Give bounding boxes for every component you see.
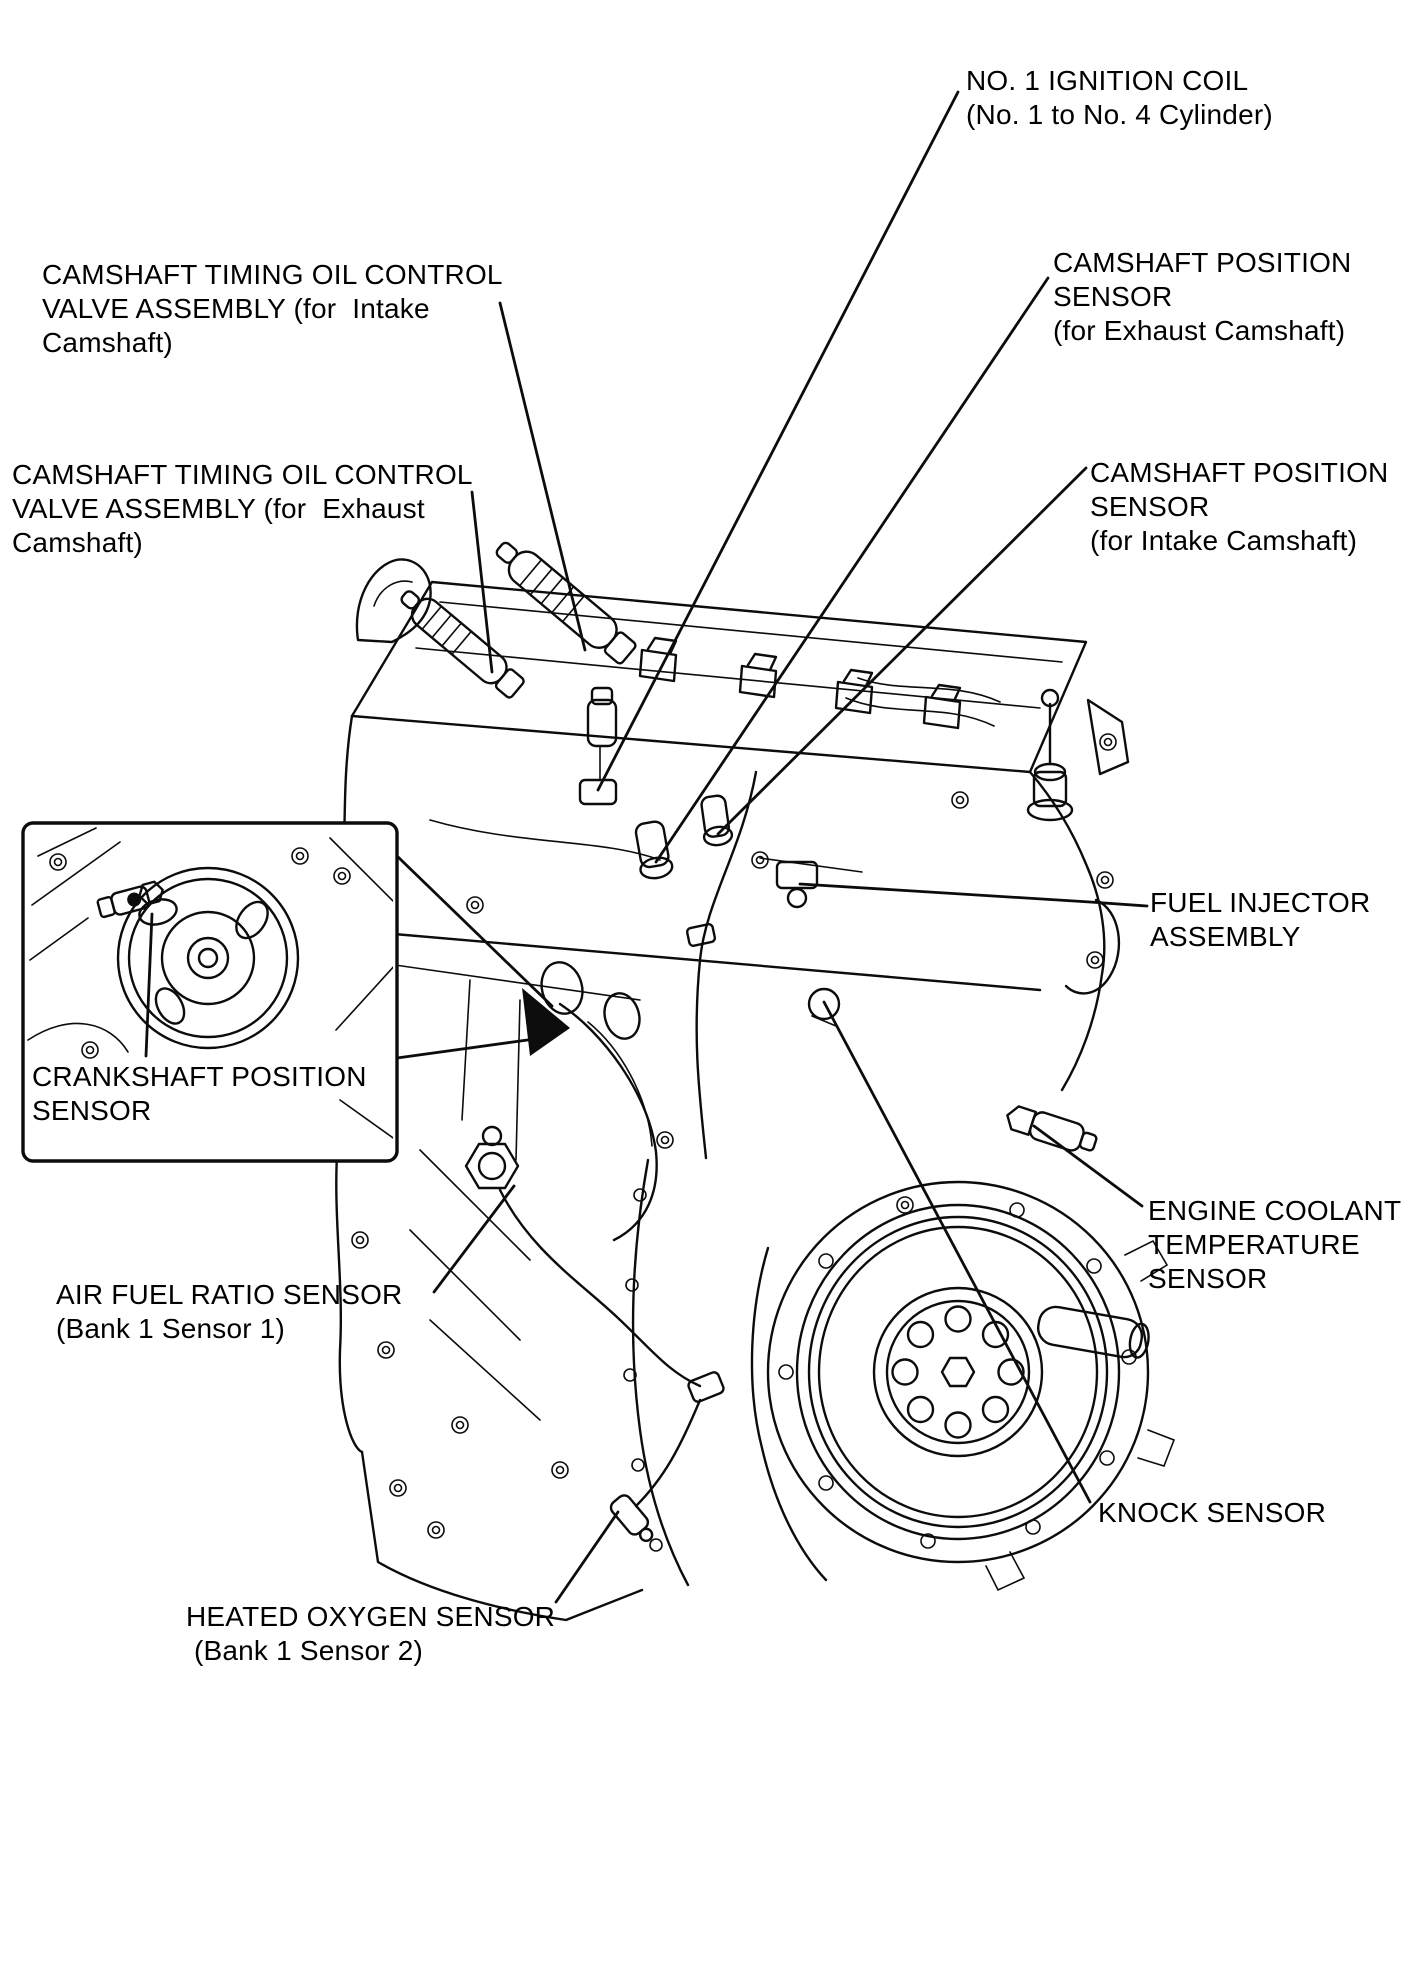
crankshaft-sensor-inset-art — [27, 827, 393, 1141]
label-ocv-intake: CAMSHAFT TIMING OIL CONTROL VALVE ASSEMB… — [42, 259, 503, 358]
leader-ect — [1032, 1124, 1144, 1208]
flywheel — [623, 1158, 1176, 1592]
fuel-injector — [759, 857, 863, 909]
leader-ocv-intake — [498, 301, 587, 652]
leader-crank-inset — [144, 912, 154, 1058]
camshaft-position-sensor-intake — [700, 794, 734, 847]
ocv-intake-solenoid — [495, 541, 637, 665]
label-crankshaft-position-sensor: CRANKSHAFT POSITION SENSOR — [32, 1061, 367, 1126]
leader-ignition-coil — [596, 90, 960, 792]
label-heated-oxygen-sensor: HEATED OXYGEN SENSOR (Bank 1 Sensor 2) — [186, 1601, 556, 1666]
leader-knock — [822, 1000, 1092, 1504]
label-engine-coolant-temp-sensor: ENGINE COOLANT TEMPERATURE SENSOR — [1148, 1195, 1402, 1294]
inset-pointer-lower — [395, 1036, 544, 1060]
inset-pointer-upper — [395, 854, 554, 1008]
label-no1-ignition-coil: NO. 1 IGNITION COIL (No. 1 to No. 4 Cyli… — [966, 65, 1273, 130]
label-ocv-exhaust: CAMSHAFT TIMING OIL CONTROL VALVE ASSEMB… — [12, 459, 473, 558]
leader-lines — [144, 90, 1149, 1604]
head-stud-sensor — [1026, 688, 1074, 822]
camshaft-position-sensor-exhaust — [634, 820, 674, 880]
crankshaft-position-sensor — [96, 880, 164, 919]
crankshaft-sensor-inset-box — [21, 821, 399, 1163]
inset-pointer-arrow — [522, 988, 570, 1056]
leader-cps-intake — [716, 466, 1088, 836]
no1-ignition-coil-connector — [578, 778, 618, 806]
ignition-coil-row — [578, 636, 962, 806]
label-air-fuel-ratio-sensor: AIR FUEL RATIO SENSOR (Bank 1 Sensor 1) — [56, 1279, 403, 1344]
engine-coolant-temp-sensor — [1006, 1105, 1098, 1152]
label-knock-sensor: KNOCK SENSOR — [1098, 1497, 1326, 1528]
ocv-exhaust-solenoid — [400, 590, 525, 699]
afr-wire — [498, 1188, 702, 1388]
leader-ho2s — [554, 1510, 620, 1604]
leader-cps-exhaust — [654, 276, 1050, 864]
knock-sensor — [807, 987, 841, 1027]
engine-body — [335, 558, 1130, 1622]
leader-afr — [432, 1184, 516, 1294]
leader-fuel-injector — [798, 882, 1149, 908]
ho2s-connector — [687, 1371, 725, 1403]
harness-wire — [695, 770, 758, 1160]
air-fuel-ratio-sensor — [464, 1125, 520, 1190]
heated-oxygen-sensor — [609, 1494, 654, 1543]
label-fuel-injector: FUEL INJECTOR ASSEMBLY — [1150, 887, 1371, 952]
leader-ocv-exhaust — [470, 490, 494, 674]
label-camshaft-position-intake: CAMSHAFT POSITION SENSOR (for Intake Cam… — [1090, 457, 1389, 556]
ho2s-wire — [634, 1398, 702, 1508]
label-camshaft-position-exhaust: CAMSHAFT POSITION SENSOR (for Exhaust Ca… — [1053, 247, 1352, 346]
